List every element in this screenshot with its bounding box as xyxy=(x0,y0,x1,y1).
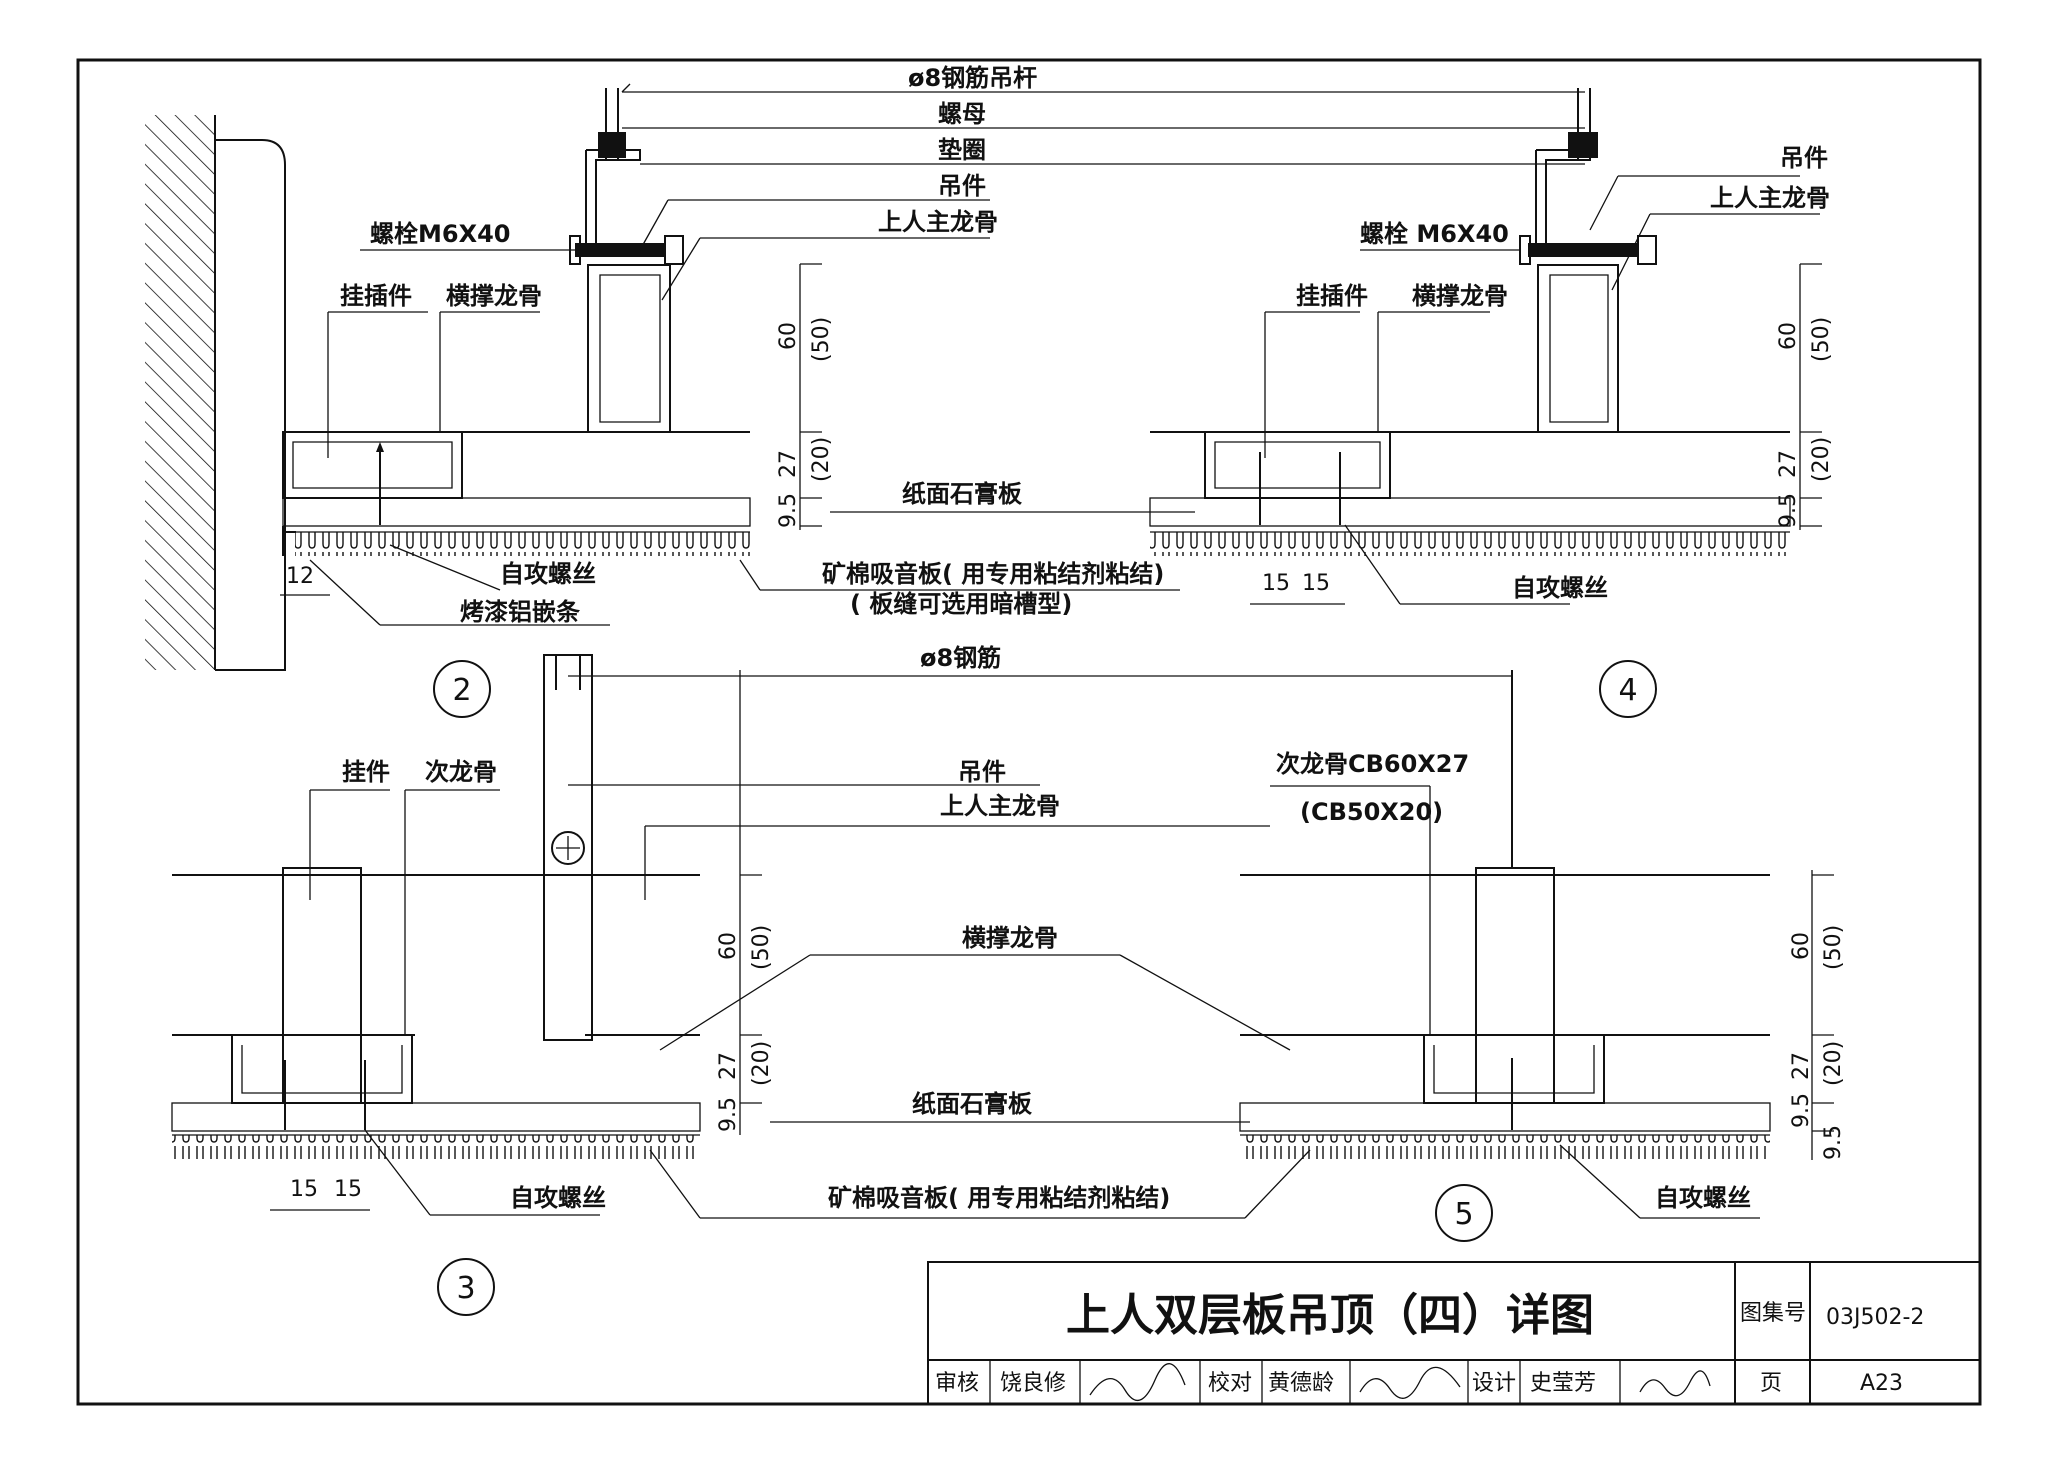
detail-callout-2 xyxy=(433,660,491,718)
design-label: 设计 xyxy=(1472,1371,1516,1396)
dim-15b-d4: 15 xyxy=(1302,571,1330,596)
dim-27-d3: 27 xyxy=(716,1052,741,1080)
label-secondary-keel: 次龙骨 xyxy=(425,758,497,786)
dim-50-d2: (50) xyxy=(809,317,834,362)
page-label: 页 xyxy=(1760,1371,1782,1396)
label-clip-part-right: 挂插件 xyxy=(1296,282,1368,310)
label-rebar: ø8钢筋 xyxy=(920,644,1001,672)
dim-95b-d5: 9.5 xyxy=(1821,1125,1846,1160)
detail-5-labels: 次龙骨CB60X27 (CB50X20) 60 (50) 27 (20) 9.5… xyxy=(568,675,1846,1242)
detail-number-2: 2 xyxy=(452,673,471,708)
label-main-keel-right: 上人主龙骨 xyxy=(1710,184,1830,212)
label-mineral-wool-bottom: 矿棉吸音板( 用专用粘结剂粘结) xyxy=(828,1184,1170,1212)
label-cross-keel-left: 横撑龙骨 xyxy=(446,282,542,310)
label-gypsum-bottom: 纸面石膏板 xyxy=(912,1090,1033,1118)
label-joint-note: ( 板缝可选用暗槽型) xyxy=(850,590,1072,618)
label-aluminum-strip: 烤漆铝嵌条 xyxy=(460,598,581,626)
label-screw-d2: 自攻螺丝 xyxy=(500,560,596,588)
detail-4 xyxy=(1149,88,1791,556)
atlas-label: 图集号 xyxy=(1740,1301,1806,1326)
drawing-title: 上人双层板吊顶（四）详图 xyxy=(1066,1290,1594,1341)
detail-callout-5 xyxy=(1435,1184,1493,1242)
detail-number-5: 5 xyxy=(1454,1197,1473,1232)
dim-15a-d3: 15 xyxy=(290,1177,318,1202)
reviewer-signature xyxy=(1089,1363,1186,1401)
atlas-number: 03J502-2 xyxy=(1826,1305,1924,1330)
dim-20-d4: (20) xyxy=(1809,437,1834,482)
detail-2-labels: ø8钢筋吊杆 螺母 垫圈 吊件 上人主龙骨 螺栓M6X40 挂插件 横撑龙骨 6… xyxy=(280,64,1585,718)
dim-12: 12 xyxy=(286,564,314,589)
label-bolt-left: 螺栓M6X40 xyxy=(370,220,510,248)
label-hanger-part-right: 吊件 xyxy=(1780,144,1828,172)
dim-15b-d3: 15 xyxy=(334,1177,362,1202)
dim-27-d5: 27 xyxy=(1789,1052,1814,1080)
dim-20-d2: (20) xyxy=(809,437,834,482)
review-label: 审核 xyxy=(935,1371,979,1396)
dim-60-d2: 60 xyxy=(776,322,801,350)
label-washer: 垫圈 xyxy=(938,136,986,164)
dim-60-d3: 60 xyxy=(716,932,741,960)
dim-50-d4: (50) xyxy=(1809,317,1834,362)
checker-signature xyxy=(1359,1366,1461,1399)
detail-2 xyxy=(145,88,751,671)
label-main-keel-left: 上人主龙骨 xyxy=(878,208,998,236)
detail-callout-4 xyxy=(1599,660,1657,718)
label-gypsum-top: 纸面石膏板 xyxy=(902,480,1023,508)
label-cross-keel-mid: 横撑龙骨 xyxy=(962,924,1058,952)
label-screw-d3: 自攻螺丝 xyxy=(510,1184,606,1212)
label-rebar-rod: ø8钢筋吊杆 xyxy=(908,64,1037,92)
dim-50-d3: (50) xyxy=(749,925,774,970)
title-block: 上人双层板吊顶（四）详图 图集号 03J502-2 页 A23 审核 饶良修 校… xyxy=(927,1261,1981,1405)
dim-20-d3: (20) xyxy=(749,1041,774,1086)
dim-95a-d5: 9.5 xyxy=(1789,1093,1814,1128)
detail-number-4: 4 xyxy=(1618,673,1637,708)
dim-60-d5: 60 xyxy=(1789,932,1814,960)
reviewer-name: 饶良修 xyxy=(1000,1371,1066,1396)
dim-20-d5: (20) xyxy=(1821,1041,1846,1086)
label-secondary-keel-spec: 次龙骨CB60X27 xyxy=(1276,750,1469,778)
label-cross-keel-right: 横撑龙骨 xyxy=(1412,282,1508,310)
designer-signature xyxy=(1639,1370,1711,1397)
dim-27-d4: 27 xyxy=(1776,450,1801,478)
dim-27-d2: 27 xyxy=(776,450,801,478)
detail-number-3: 3 xyxy=(456,1271,475,1306)
detail-4-labels: 吊件 上人主龙骨 螺栓 M6X40 挂插件 横撑龙骨 60 (50) 27 (2… xyxy=(920,144,1834,718)
detail-5 xyxy=(1239,670,1771,1159)
check-label: 校对 xyxy=(1208,1371,1252,1396)
label-nut: 螺母 xyxy=(938,100,986,128)
label-hanger-clip: 挂件 xyxy=(342,758,390,786)
designer-name: 史莹芳 xyxy=(1530,1371,1596,1396)
label-hanger-part-left: 吊件 xyxy=(938,172,986,200)
dim-95-d3: 9.5 xyxy=(716,1097,741,1132)
page-number: A23 xyxy=(1860,1371,1903,1396)
label-hanger-part-mid: 吊件 xyxy=(958,758,1006,786)
dim-15a-d4: 15 xyxy=(1262,571,1290,596)
label-main-keel-mid: 上人主龙骨 xyxy=(940,792,1060,820)
dim-60-d4: 60 xyxy=(1776,322,1801,350)
label-bolt-right: 螺栓 M6X40 xyxy=(1360,220,1509,248)
detail-3-labels: 挂件 次龙骨 吊件 上人主龙骨 60 (50) 27 (20) 9.5 横撑龙骨… xyxy=(270,670,1311,1316)
detail-3 xyxy=(171,654,701,1159)
label-clip-part-left: 挂插件 xyxy=(340,282,412,310)
dim-95-d2: 9.5 xyxy=(776,493,801,528)
label-screw-d5: 自攻螺丝 xyxy=(1655,1184,1751,1212)
label-mineral-wool-top: 矿棉吸音板( 用专用粘结剂粘结) xyxy=(822,560,1164,588)
dim-95-d4: 9.5 xyxy=(1776,493,1801,528)
dim-50-d5: (50) xyxy=(1821,925,1846,970)
checker-name: 黄德龄 xyxy=(1268,1371,1334,1396)
label-screw-d4: 自攻螺丝 xyxy=(1512,574,1608,602)
detail-callout-3 xyxy=(437,1258,495,1316)
label-secondary-keel-alt: (CB50X20) xyxy=(1300,798,1443,826)
